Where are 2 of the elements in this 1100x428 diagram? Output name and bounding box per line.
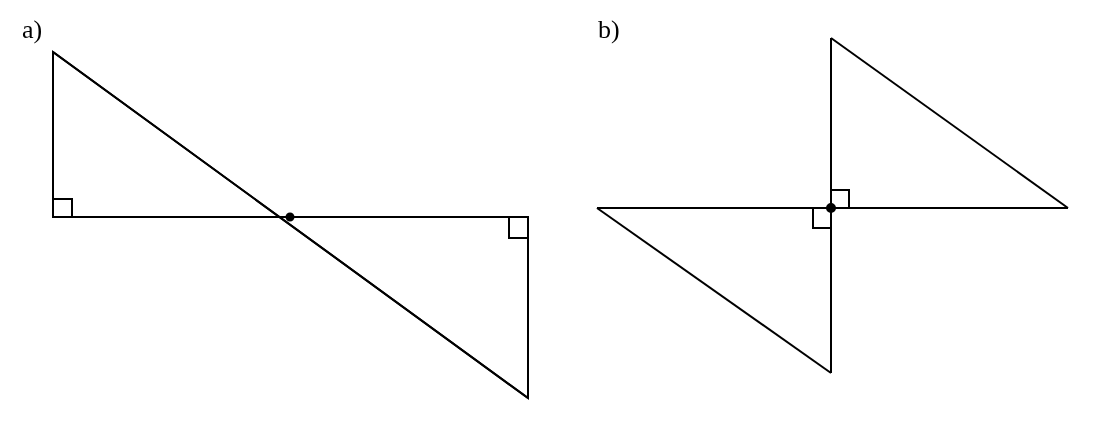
panel-label: a)	[22, 16, 43, 44]
panel-label: b)	[598, 16, 620, 44]
